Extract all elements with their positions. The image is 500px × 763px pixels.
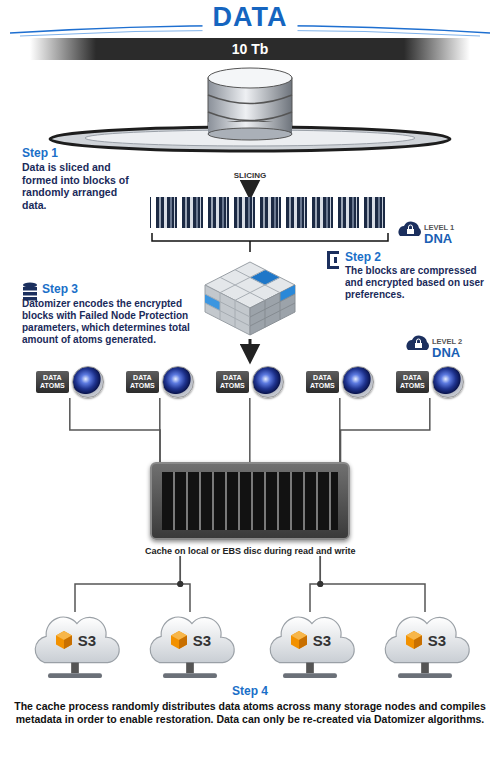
- cloud-shape: [27, 612, 123, 682]
- title: DATA: [203, 2, 298, 33]
- node-text: S3: [193, 632, 211, 649]
- s3-cloud: S3: [262, 612, 358, 682]
- cloud-shape: [142, 612, 238, 682]
- cloud-content: S3: [27, 630, 123, 650]
- cloud-shape: [262, 612, 358, 682]
- node-text: DATA ATOMS: [310, 374, 335, 390]
- dna-label: DNA: [432, 345, 492, 361]
- step-heading: Step 1: [22, 146, 144, 160]
- dna-label: DNA: [424, 231, 484, 247]
- node-text: S3: [428, 632, 446, 649]
- slicing-label: SLICING: [210, 171, 290, 181]
- step-text: The cache process randomly distributes d…: [12, 700, 488, 725]
- atom-tag: DATA ATOMS: [396, 371, 429, 393]
- s3-icon: [404, 630, 424, 650]
- server-rack: [150, 462, 350, 540]
- atom-lens: [342, 366, 374, 398]
- cloud-content: S3: [142, 630, 238, 650]
- connector-line: [75, 556, 180, 612]
- cache-server: Cache on local or EBS disc during read a…: [145, 462, 356, 556]
- atom-lens: [72, 366, 104, 398]
- atom-lens: [432, 366, 464, 398]
- atom-lens: [162, 366, 194, 398]
- connector-line: [70, 398, 160, 462]
- node-text: DATA ATOMS: [220, 374, 245, 390]
- level-label: LEVEL 2: [432, 337, 492, 346]
- node-text: Cache on local or EBS disc during read a…: [145, 546, 356, 556]
- data-atom: DATA ATOMS: [216, 366, 284, 398]
- junction-dot: [177, 581, 183, 587]
- s3-cloud: S3: [377, 612, 473, 682]
- drive-slots: [162, 472, 338, 530]
- s3-cloud: S3: [27, 612, 123, 682]
- cloud-content: S3: [377, 630, 473, 650]
- atom-tag: DATA ATOMS: [216, 371, 249, 393]
- atom-lens: [252, 366, 284, 398]
- s3-icon: [289, 630, 309, 650]
- step-heading: Step 2: [345, 250, 485, 264]
- node-text: S3: [313, 632, 331, 649]
- caption-box: Cache on local or EBS disc during read a…: [145, 546, 356, 556]
- junction-dot: [317, 581, 323, 587]
- node-text: DATA ATOMS: [130, 374, 155, 390]
- atom-tag: DATA ATOMS: [126, 371, 159, 393]
- s3-icon: [54, 630, 74, 650]
- node-text: S3: [78, 632, 96, 649]
- data-atom: DATA ATOMS: [126, 366, 194, 398]
- junction-dot: [177, 581, 183, 587]
- step-heading: Step 4: [190, 684, 310, 698]
- node-text: DATA ATOMS: [400, 374, 425, 390]
- atom-tag: DATA ATOMS: [36, 371, 69, 393]
- data-atom: DATA ATOMS: [396, 366, 464, 398]
- data-atom: DATA ATOMS: [36, 366, 104, 398]
- level-label: LEVEL 1: [424, 223, 484, 232]
- step-text: Datomizer encodes the encrypted blocks w…: [22, 298, 198, 346]
- step-text: The blocks are compressed and encrypted …: [345, 265, 490, 301]
- connector-line: [320, 556, 425, 612]
- atom-tag: DATA ATOMS: [306, 371, 339, 393]
- size-label: 10 Tb: [190, 41, 310, 58]
- data-atom: DATA ATOMS: [306, 366, 374, 398]
- cloud-shape: [377, 612, 473, 682]
- s3-icon: [169, 630, 189, 650]
- cloud-content: S3: [262, 630, 358, 650]
- step-text: Data is sliced and formed into blocks of…: [22, 161, 144, 211]
- connector-line: [159, 398, 161, 462]
- connector-line: [341, 398, 430, 462]
- connector-line: [249, 398, 251, 462]
- step-heading: Step 3: [42, 282, 192, 296]
- s3-cloud: S3: [142, 612, 238, 682]
- node-text: DATA ATOMS: [40, 374, 65, 390]
- junction-dot: [317, 581, 323, 587]
